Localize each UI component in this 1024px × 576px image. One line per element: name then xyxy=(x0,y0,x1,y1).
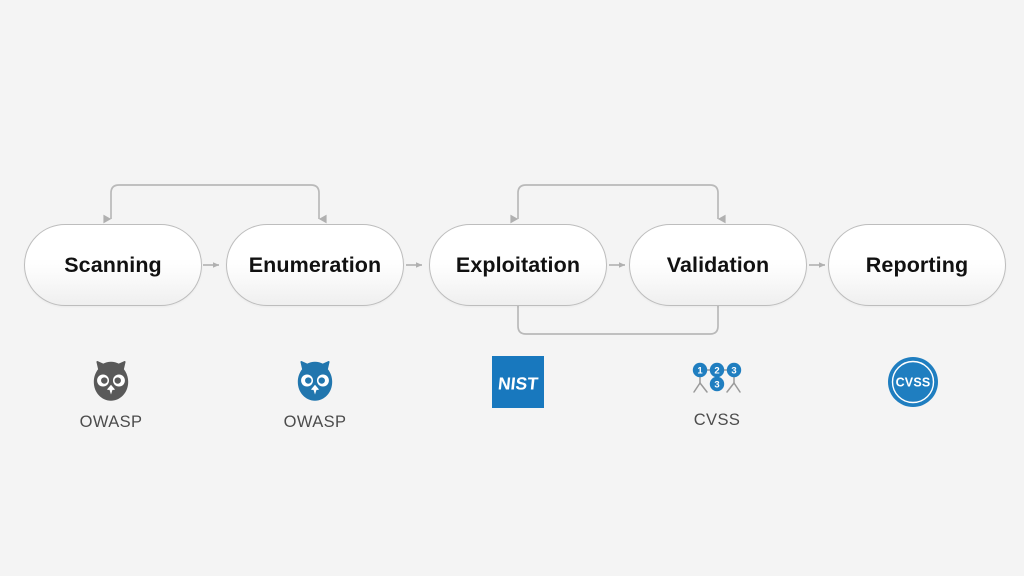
cvss-node-number: 2 xyxy=(714,366,719,377)
owl-icon xyxy=(86,356,136,408)
owl-icon xyxy=(290,356,340,408)
cvss-node-number: 3 xyxy=(731,366,736,377)
nist-mark-text: NIST xyxy=(497,374,539,394)
cvss-node-number: 1 xyxy=(697,366,703,377)
nist-square-icon: NIST xyxy=(492,356,544,408)
cvss-badge-icon: CVSS xyxy=(887,356,939,408)
cvss-nodes-icon: 1 2 3 3 xyxy=(688,356,746,408)
flow-node-validation[interactable]: Validation xyxy=(629,224,807,306)
flow-node-label: Scanning xyxy=(64,252,162,277)
cvss-node-number: 3 xyxy=(714,380,719,391)
flow-node-label: Exploitation xyxy=(455,252,581,277)
cvss-badge-text: CVSS xyxy=(896,376,931,390)
flow-node-reporting[interactable]: Reporting xyxy=(828,224,1006,306)
logo-caption: OWASP xyxy=(79,413,143,431)
loop-exploitation-validation-top xyxy=(510,184,726,224)
logo-cvss-badge: CVSS xyxy=(838,356,988,408)
loop-exploitation-validation-bottom xyxy=(517,306,719,335)
logo-cvss-nodes: 1 2 3 3 CVSS xyxy=(642,356,792,430)
logo-owasp-blue: OWASP xyxy=(240,356,390,432)
logo-nist: NIST xyxy=(443,356,593,408)
loop-scanning-enumeration xyxy=(103,184,327,224)
flow-node-label: Enumeration xyxy=(248,252,382,277)
logo-caption: OWASP xyxy=(283,413,347,431)
logo-owasp-gray: OWASP xyxy=(36,356,186,432)
logo-caption: CVSS xyxy=(693,411,741,429)
flow-node-label: Validation xyxy=(666,252,770,277)
flow-node-label: Reporting xyxy=(865,252,969,277)
flow-node-exploitation[interactable]: Exploitation xyxy=(429,224,607,306)
flow-node-enumeration[interactable]: Enumeration xyxy=(226,224,404,306)
flow-node-scanning[interactable]: Scanning xyxy=(24,224,202,306)
